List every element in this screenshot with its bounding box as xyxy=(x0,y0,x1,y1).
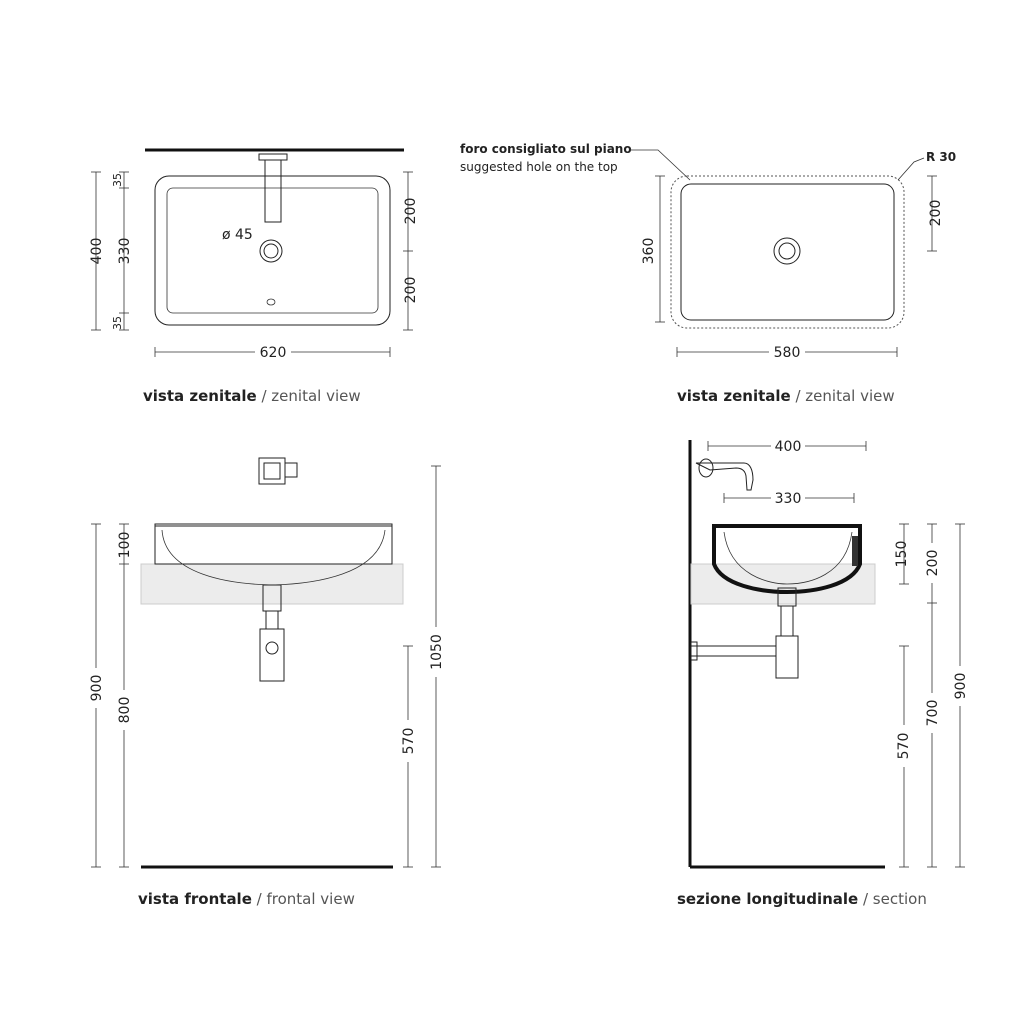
dim-200-bottom: 200 xyxy=(403,277,419,304)
drain-outer xyxy=(259,239,283,263)
dim-400-section: 400 xyxy=(775,439,802,455)
basin-inner xyxy=(166,187,379,314)
countertop xyxy=(140,563,404,605)
caption-bottom-left: vista frontale / frontal view xyxy=(138,890,355,908)
caption-bottom-right: sezione longitudinale / section xyxy=(677,890,927,908)
radius-leader xyxy=(897,157,925,181)
dim-35-bottom: 35 xyxy=(111,316,124,330)
drain-outer-right xyxy=(773,237,801,265)
dim-hole: ø 45 xyxy=(222,227,253,243)
cutout-outline xyxy=(670,175,905,329)
faucet-spout xyxy=(264,159,282,223)
dim-330-section: 330 xyxy=(775,491,802,507)
dim-400: 400 xyxy=(89,238,105,265)
caption-it: vista zenitale xyxy=(677,387,791,405)
section-view: 400 330 150 570 200 700 900 xyxy=(688,438,969,869)
dim-200-section: 200 xyxy=(925,550,941,577)
dim-330: 330 xyxy=(117,238,133,265)
basin-outline-right xyxy=(680,183,895,321)
caption-it: sezione longitudinale xyxy=(677,890,859,908)
dim-200-top: 200 xyxy=(403,198,419,225)
radius-label: R 30 xyxy=(926,150,956,164)
dim-700: 700 xyxy=(925,700,941,727)
dim-900-front: 900 xyxy=(89,675,105,702)
front-view: 900 800 100 570 1050 xyxy=(88,457,445,869)
dim-900-section: 900 xyxy=(953,673,969,700)
dim-100: 100 xyxy=(117,532,133,559)
caption-top-right: vista zenitale / zenital view xyxy=(677,387,895,405)
siphon xyxy=(259,628,285,682)
faucet-plate xyxy=(258,153,288,161)
faucet-fixture xyxy=(258,457,286,485)
caption-en: section xyxy=(872,890,927,908)
top-view-right: foro consigliato sul piano suggested hol… xyxy=(460,142,956,361)
dim-570-section: 570 xyxy=(896,733,912,760)
caption-it: vista zenitale xyxy=(143,387,257,405)
caption-en: frontal view xyxy=(266,890,355,908)
dim-200-right: 200 xyxy=(928,200,944,227)
basin-section xyxy=(712,524,862,595)
basin-rim-front xyxy=(154,523,393,565)
siphon-section xyxy=(775,635,799,679)
dim-150: 150 xyxy=(894,541,910,568)
dim-1050: 1050 xyxy=(429,634,445,670)
drain-inner-right xyxy=(778,242,796,260)
dim-35-top: 35 xyxy=(111,173,124,187)
faucet-section xyxy=(695,462,754,491)
note-it: foro consigliato sul piano xyxy=(460,142,632,156)
dim-620: 620 xyxy=(260,345,287,361)
dim-580: 580 xyxy=(774,345,801,361)
overflow-hole xyxy=(266,298,276,306)
caption-en: zenital view xyxy=(805,387,895,405)
basin-inner-section xyxy=(723,531,853,585)
note-en: suggested hole on the top xyxy=(460,160,618,174)
dim-570-front: 570 xyxy=(401,728,417,755)
drain-inner xyxy=(263,243,279,259)
note-leader xyxy=(630,149,691,181)
caption-top-left: vista zenitale / zenital view xyxy=(143,387,361,405)
dim-800: 800 xyxy=(117,697,133,724)
basin-outline xyxy=(154,175,391,326)
caption-it: vista frontale xyxy=(138,890,252,908)
dim-360: 360 xyxy=(641,238,657,265)
top-view-left: ø 45 400 330 35 35 200 200 620 xyxy=(89,148,419,361)
caption-en: zenital view xyxy=(271,387,361,405)
